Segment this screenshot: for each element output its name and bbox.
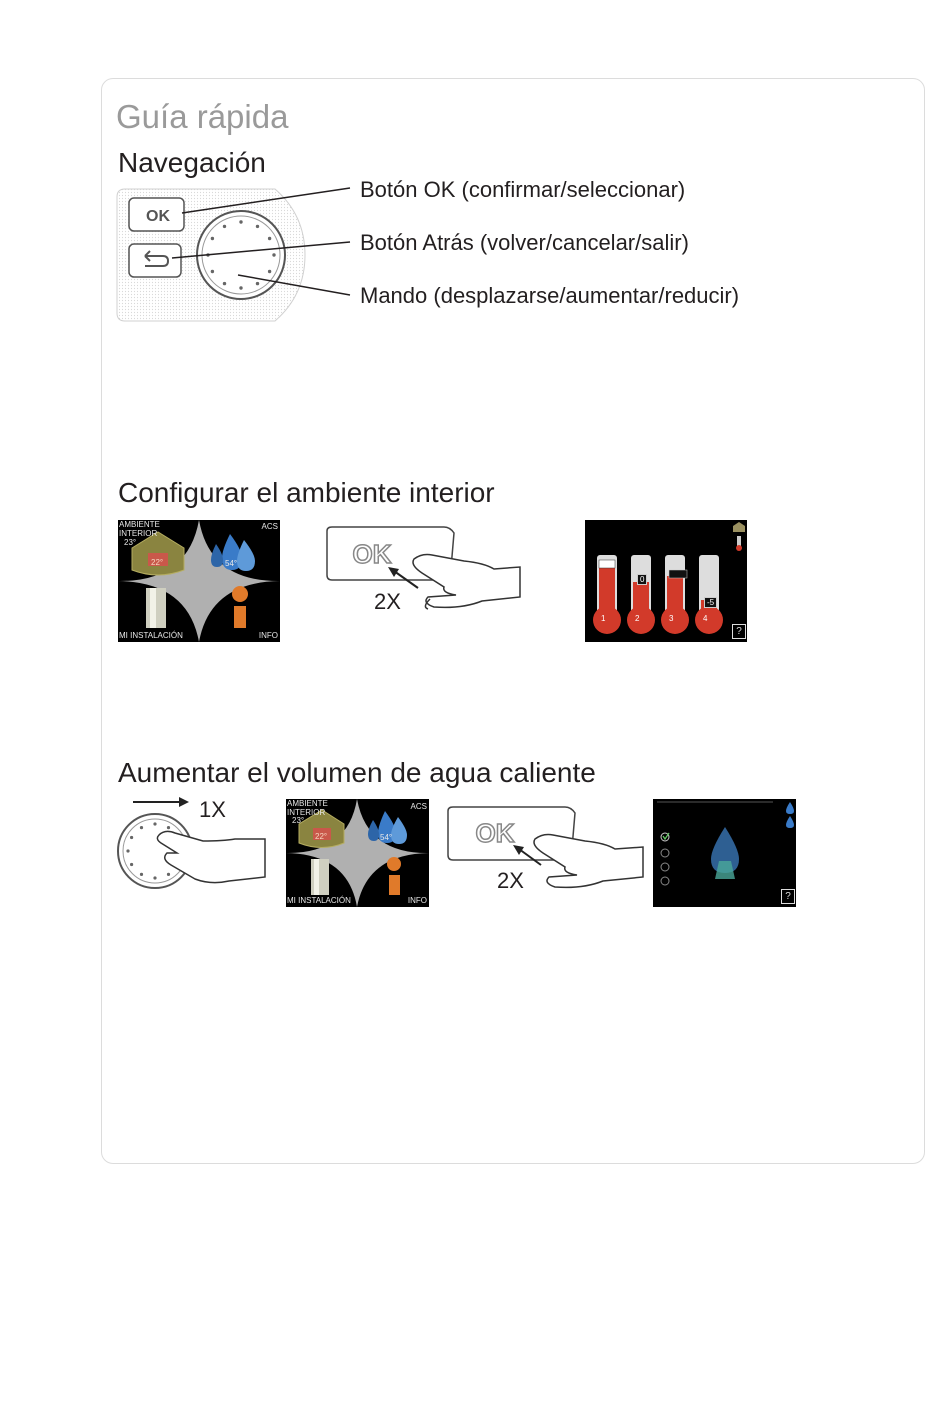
info-icon <box>232 586 248 628</box>
installation-icon <box>311 859 329 895</box>
main-menu-screen: AMBIENTE INTERIOR ACS 23° 22° 54° MI INS… <box>118 520 280 642</box>
installation-icon <box>146 588 166 628</box>
water-drop-icon <box>711 827 739 879</box>
info-icon <box>387 857 401 895</box>
ok-press-illustration: OK <box>326 526 521 610</box>
control-panel-illustration: OK <box>116 188 306 322</box>
thermometer-3 <box>661 555 689 634</box>
hand-icon <box>412 553 521 610</box>
house-icon <box>131 531 185 576</box>
hotwater-press-count: 2X <box>497 868 524 893</box>
thermometer-2-value: 0 <box>637 574 648 585</box>
back-button-label: Botón Atrás (volver/cancelar/salir) <box>360 230 689 255</box>
ok-button-label: Botón OK (confirmar/seleccionar) <box>360 177 686 202</box>
hand-icon <box>156 830 266 884</box>
back-arrow-icon <box>144 250 170 267</box>
thermometer-1 <box>593 555 621 634</box>
hotwater-turn-count: 1X <box>199 797 226 822</box>
water-drops-icon <box>211 534 255 571</box>
svg-text:OK: OK <box>353 539 392 569</box>
dial-label: Mando (desplazarse/aumentar/reducir) <box>360 283 740 308</box>
hotwater-heading: Aumentar el volumen de agua caliente <box>118 757 596 788</box>
thermometer-4 <box>695 555 723 634</box>
quick-guide-card <box>101 78 925 1164</box>
indoor-climate-screen: 1 2 3 4 0 -5 ? <box>585 520 747 642</box>
thermometer-4-value: -5 <box>704 597 718 608</box>
hand-icon <box>533 833 644 889</box>
indoor-press-count: 2X <box>374 589 401 614</box>
indoor-heading: Configurar el ambiente interior <box>118 477 495 508</box>
page-title: Guía rápida <box>116 98 289 135</box>
navigation-heading: Navegación <box>118 147 266 178</box>
thermometer-small-icon <box>736 536 742 551</box>
callout-lines <box>171 187 351 296</box>
house-small-icon <box>733 522 745 532</box>
house-icon <box>298 809 345 848</box>
hot-water-screen: ? <box>653 799 796 907</box>
back-button[interactable] <box>128 243 182 278</box>
ok-button[interactable]: OK <box>128 197 185 232</box>
water-drops-icon <box>368 811 407 844</box>
help-icon: ? <box>781 889 795 904</box>
ok-press-illustration-2: OK <box>447 806 644 889</box>
main-menu-screen-2: AMBIENTE INTERIOR ACS 23° 22° 54° MI INS… <box>286 799 429 907</box>
svg-text:OK: OK <box>476 818 515 848</box>
menu-option-icons <box>660 832 670 886</box>
svg-text:OK: OK <box>146 208 170 225</box>
thermometer-2 <box>627 555 655 634</box>
help-icon: ? <box>732 624 746 639</box>
dial-turn-illustration <box>117 797 266 889</box>
water-drop-small-icon <box>786 802 794 828</box>
